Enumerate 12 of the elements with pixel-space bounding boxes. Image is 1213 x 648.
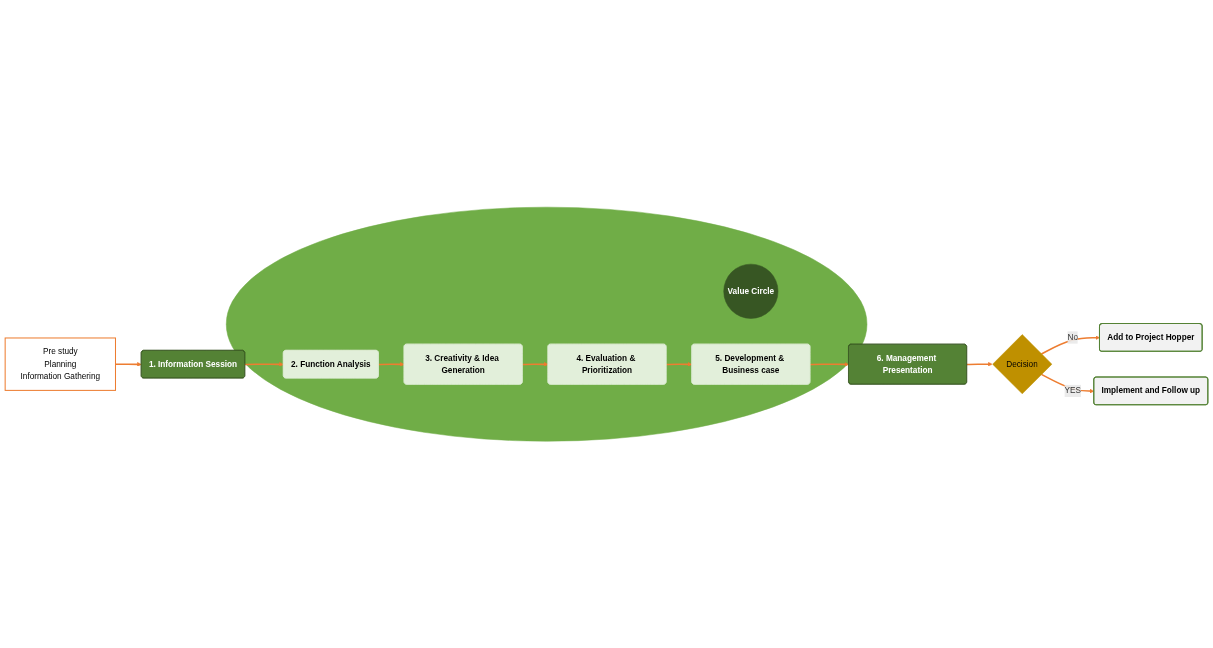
arrow	[809, 361, 849, 367]
node-circle: Value Circle	[723, 263, 779, 319]
edge-label: YES	[1064, 386, 1081, 395]
arrow	[377, 361, 405, 367]
arrow	[1040, 335, 1100, 355]
node-diamond: Decision	[992, 334, 1053, 394]
arrow	[665, 361, 693, 367]
edge-label: No	[1067, 332, 1078, 342]
arrow	[966, 361, 993, 367]
arrow	[521, 361, 549, 367]
arrow	[244, 361, 284, 367]
node-box: Pre study Planning Information Gathering	[4, 337, 116, 391]
